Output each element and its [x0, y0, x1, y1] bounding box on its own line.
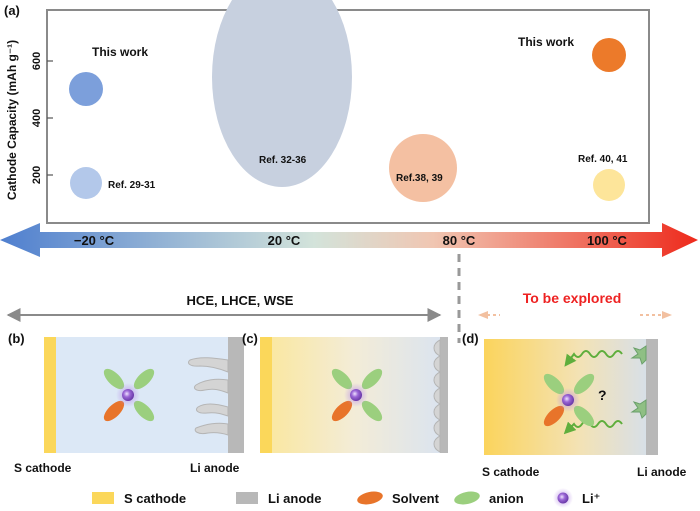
bubbles [69, 0, 626, 202]
li-anode-bar [228, 337, 244, 453]
anion [361, 368, 383, 390]
bubble-ref-40-41 [593, 169, 625, 201]
smooth-deposit [433, 339, 442, 453]
y-axis: 200 400 600 Cathode Capacity (mAh g⁻¹) [5, 40, 53, 200]
reactivity-arrows [563, 350, 623, 435]
y-axis-label: Cathode Capacity (mAh g⁻¹) [5, 40, 19, 200]
panel-c-cell [260, 337, 448, 453]
li-ion [122, 389, 134, 401]
solvent [543, 405, 565, 427]
temp-label: 100 °C [587, 233, 628, 248]
anion [543, 373, 565, 395]
panel-d-cell: ? [484, 339, 658, 455]
solvation-cluster [331, 368, 383, 422]
bubble-ref-32-36 [212, 0, 352, 187]
bubble-label: Ref. 40, 41 [578, 154, 628, 165]
temp-label: 80 °C [443, 233, 476, 248]
cathode-caption: S cathode [14, 461, 72, 475]
temperature-arrow [0, 223, 698, 257]
spiky-deposit [630, 345, 647, 419]
anion [133, 368, 155, 390]
s-cathode-bar [260, 337, 272, 453]
bubble-label: Ref.38, 39 [396, 173, 443, 184]
anode-caption: Li anode [190, 461, 240, 475]
li-ion [562, 394, 574, 406]
li-anode-bar [646, 339, 658, 455]
panel-a-label: (a) [4, 3, 20, 18]
known-range-label: HCE, LHCE, WSE [187, 293, 294, 308]
anion [573, 373, 595, 395]
y-tick-label: 600 [31, 52, 43, 70]
legend-solvent-swatch [357, 491, 383, 505]
unexplored-range-label: To be explored [523, 290, 622, 306]
anion [103, 368, 125, 390]
temp-label: −20 °C [74, 233, 115, 248]
dendrites [187, 357, 229, 436]
bubble-ref-29-31 [70, 167, 102, 199]
legend-label: Li anode [268, 491, 321, 506]
legend-label: S cathode [124, 491, 186, 506]
legend-li-anode-swatch [236, 492, 258, 504]
panel-d-label: (d) [462, 331, 479, 346]
anion [331, 368, 353, 390]
legend-label: Li⁺ [582, 491, 600, 506]
anion [361, 400, 383, 422]
y-tick-label: 400 [31, 109, 43, 127]
anode-caption: Li anode [637, 465, 687, 479]
legend: S cathode Li anode Solvent anion Li⁺ [92, 488, 600, 508]
unexplored-range-arrow [478, 311, 672, 319]
bubble-this-work-hot [592, 38, 626, 72]
legend-s-cathode-swatch [92, 492, 114, 504]
cathode-caption: S cathode [482, 465, 540, 479]
solvent [103, 400, 125, 422]
legend-label: anion [489, 491, 524, 506]
panel-b-cell [44, 337, 244, 453]
anion [573, 405, 595, 427]
anion [133, 400, 155, 422]
solvation-cluster [543, 373, 595, 427]
temp-label: 20 °C [268, 233, 301, 248]
bubble-label: This work [92, 45, 148, 59]
s-cathode-bar [44, 337, 56, 453]
solvent [331, 400, 353, 422]
bubble-label: Ref. 32-36 [259, 155, 307, 166]
solvation-cluster [103, 368, 155, 422]
legend-li-ion-swatch [557, 492, 569, 504]
y-tick-label: 200 [31, 166, 43, 184]
panel-b-label: (b) [8, 331, 25, 346]
bubble-label: Ref. 29-31 [108, 180, 156, 191]
legend-anion-swatch [454, 491, 480, 505]
plot-frame [46, 9, 650, 224]
bubble-this-work-cold [69, 72, 103, 106]
question-mark: ? [598, 387, 607, 403]
legend-label: Solvent [392, 491, 440, 506]
bubble-label: This work [518, 35, 574, 49]
li-anode-bar [440, 337, 448, 453]
bubble-ref-38-39 [389, 134, 457, 202]
panel-c-label: (c) [242, 331, 258, 346]
li-ion [350, 389, 362, 401]
